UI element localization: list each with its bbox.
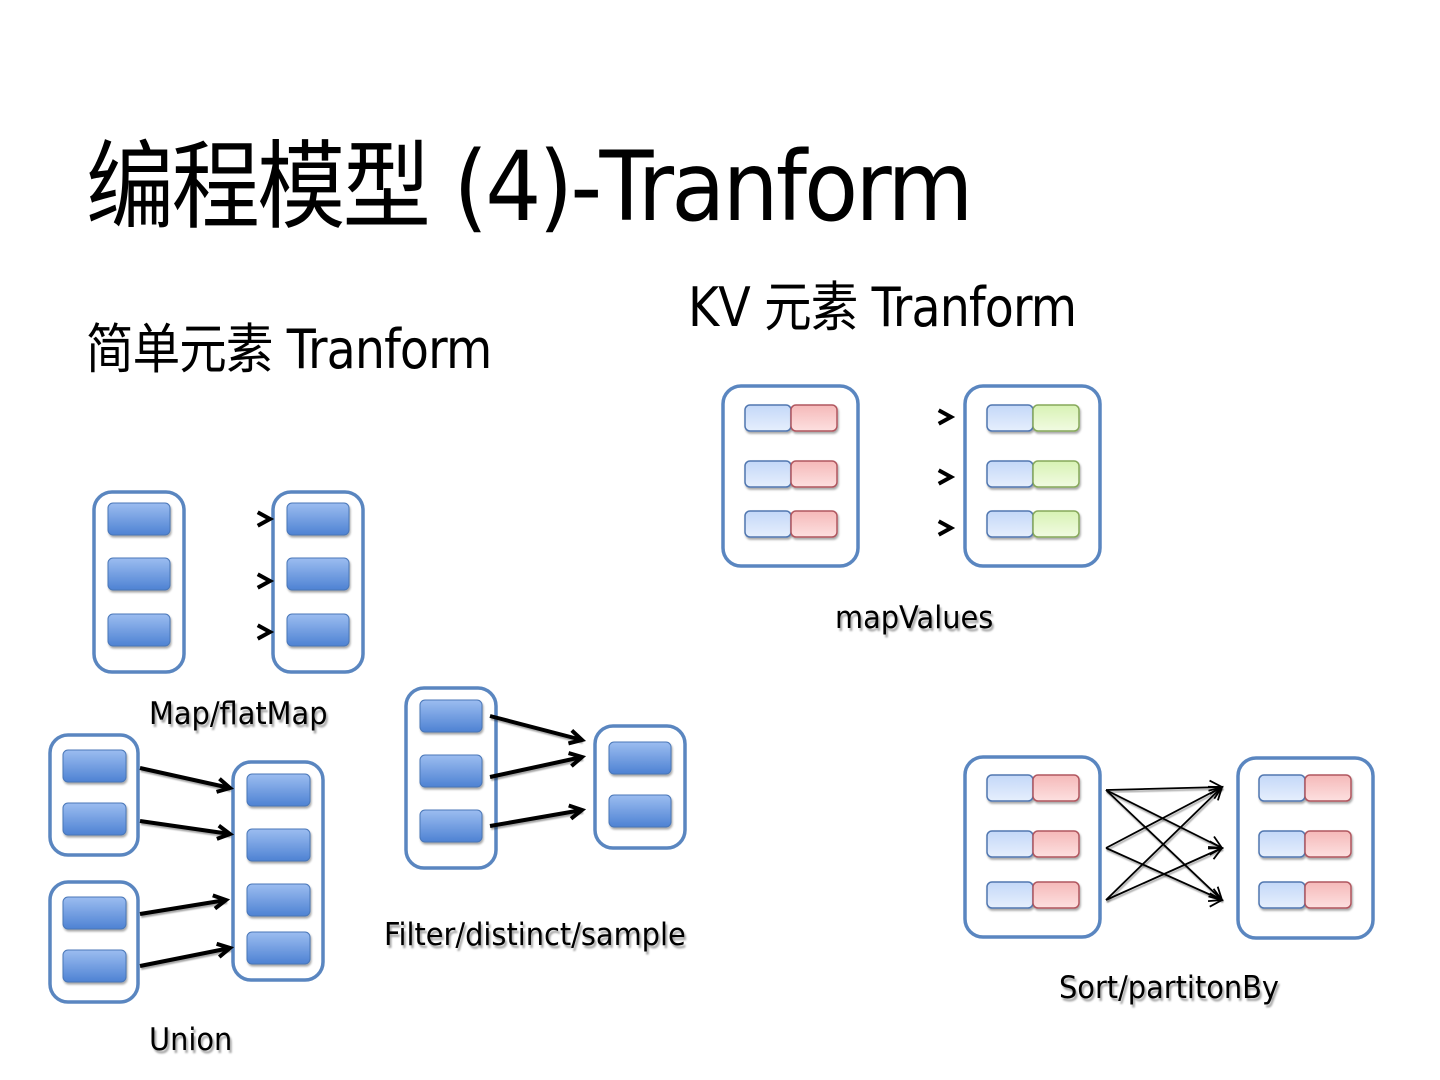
key-block (744, 510, 792, 538)
key-block (1258, 774, 1306, 802)
key-block (744, 460, 792, 488)
key-block (986, 404, 1034, 432)
arrow-head (256, 623, 275, 641)
arrow-head (1208, 785, 1224, 801)
element-block (246, 773, 311, 807)
mapvalues-label: mapValues (835, 600, 994, 636)
arrow-head (568, 803, 587, 821)
element-block (608, 794, 672, 828)
element-block (608, 741, 672, 775)
arrow-head (215, 777, 235, 794)
value-block (1032, 510, 1080, 538)
map-flatmap-label: Map/flatMap (149, 696, 328, 732)
arrow-head (568, 751, 587, 768)
arrow-line (1105, 786, 1223, 901)
element-block (246, 883, 311, 917)
filter-distinct-sample-label: Filter/distinct/sample (384, 917, 686, 953)
union-target-partition (231, 760, 325, 982)
arrow-line (1105, 786, 1223, 849)
arrow-line (489, 808, 583, 828)
element-block (246, 828, 311, 862)
key-block (986, 830, 1034, 858)
arrow-head (1209, 892, 1224, 908)
element-block (419, 809, 483, 843)
value-block (1304, 774, 1352, 802)
element-block (107, 613, 171, 647)
arrow-head (937, 408, 956, 426)
value-block (1032, 404, 1080, 432)
key-block (744, 404, 792, 432)
key-block (986, 510, 1034, 538)
value-block (790, 404, 838, 432)
arrow-line (1105, 789, 1223, 901)
element-block (62, 749, 127, 783)
key-block (1258, 830, 1306, 858)
element-block (286, 502, 350, 536)
sort-partitionby-label: Sort/partitonBy (1059, 970, 1280, 1006)
value-block (1032, 460, 1080, 488)
subtitle-simple-transform: 简单元素 Tranform (86, 318, 492, 381)
arrow-line (139, 946, 231, 968)
element-block (419, 754, 483, 788)
element-block (107, 557, 171, 591)
value-block (1032, 830, 1080, 858)
arrow-line (489, 755, 583, 779)
value-block (1304, 881, 1352, 909)
subtitle-kv-transform: KV 元素 Tranform (688, 276, 1077, 339)
arrow-head (256, 572, 275, 590)
arrow-line (139, 898, 227, 916)
value-block (1032, 881, 1080, 909)
element-block (107, 502, 171, 536)
element-block (286, 557, 350, 591)
arrow-head (216, 824, 235, 841)
arrow-line (1105, 786, 1223, 791)
arrow-line (139, 819, 231, 836)
element-block (62, 802, 127, 836)
value-block (790, 460, 838, 488)
key-block (986, 774, 1034, 802)
arrow-line (489, 714, 583, 742)
arrow-line (1105, 789, 1223, 849)
value-block (1304, 830, 1352, 858)
element-block (62, 896, 127, 930)
element-block (419, 699, 483, 733)
arrow-line (1105, 847, 1223, 901)
arrow-line (139, 766, 231, 790)
key-block (986, 881, 1034, 909)
arrow-head (1207, 846, 1224, 860)
arrow-head (937, 468, 956, 486)
element-block (246, 931, 311, 965)
union-label: Union (149, 1022, 233, 1058)
element-block (286, 613, 350, 647)
key-block (986, 460, 1034, 488)
arrow-head (937, 519, 956, 537)
slide-title: 编程模型 (4)-Tranform (86, 131, 973, 243)
arrow-head (567, 728, 587, 746)
arrow-head (212, 893, 231, 911)
arrow-head (256, 510, 275, 528)
element-block (62, 949, 127, 983)
value-block (790, 510, 838, 538)
arrow-head (216, 941, 235, 959)
value-block (1032, 774, 1080, 802)
key-block (1258, 881, 1306, 909)
